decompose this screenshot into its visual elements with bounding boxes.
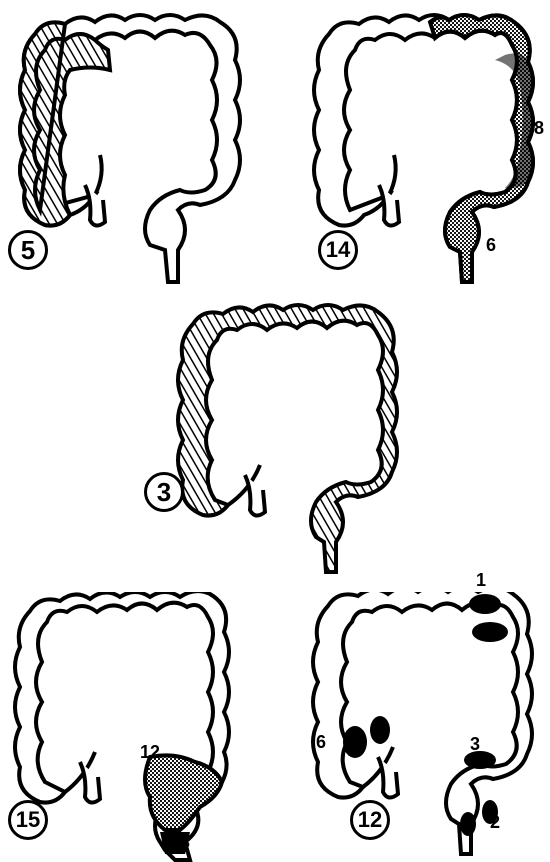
panel-number-badge: 15 [8,800,48,840]
lesion-count-label: 3 [470,734,480,755]
lesion-count-label: 1 [476,570,486,591]
lesion-count-label: 3 [180,832,190,853]
lesion-count-label: 2 [490,812,500,833]
panel-number-badge: 14 [318,230,358,270]
colon-panel-3: 3 [140,300,420,590]
panel-number-badge: 3 [144,472,184,512]
panel-number-badge: 12 [350,800,390,840]
lesion-count-label: 6 [316,732,326,753]
colon-diagram-12 [290,592,550,862]
colon-diagram-3 [140,300,420,590]
colon-panel-15: 15 12 3 [0,592,260,862]
lesion-count-label: 12 [140,742,160,763]
panel-number-badge: 5 [8,230,48,270]
lesion-count-label: 8 [534,118,544,139]
lesion-count-label: 6 [486,235,496,256]
colon-panel-14: 14 8 6 [290,0,550,290]
colon-panel-5: 5 [0,0,260,290]
colon-panel-12: 12 1 6 3 2 [290,592,550,862]
